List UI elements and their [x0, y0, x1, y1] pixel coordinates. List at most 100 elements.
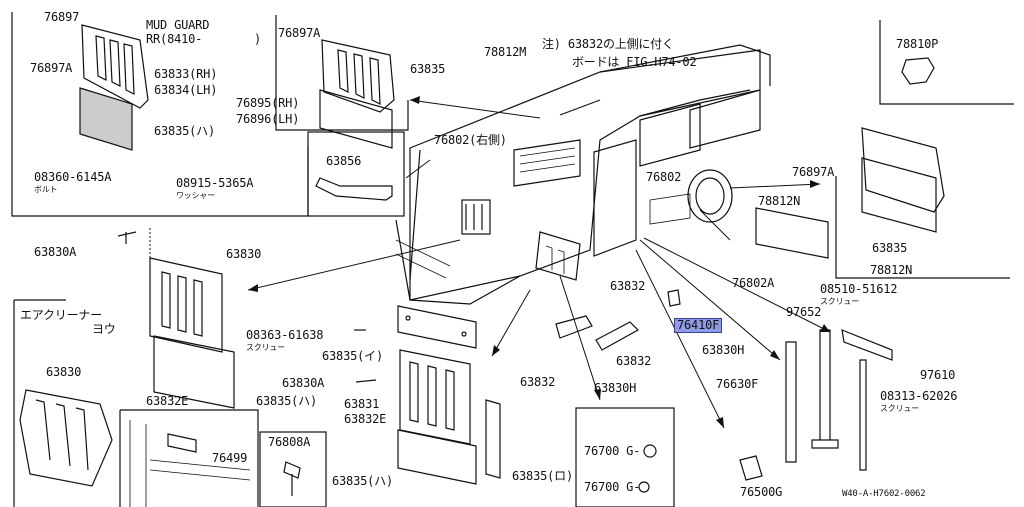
strip-76630f — [785, 341, 797, 463]
truck-body — [395, 44, 771, 305]
part-label-63835-right: 63835 — [872, 241, 908, 255]
retainer-78810p — [901, 57, 935, 85]
part-label-08915: 08915-5365A — [176, 176, 254, 190]
leader-63832-right — [559, 275, 601, 401]
part-label-78812n-top: 78812N — [758, 194, 801, 208]
part-label-76897: 76897 — [44, 10, 80, 24]
panel-63835-ha-lower — [397, 429, 477, 485]
part-label-76808a: 76808A — [268, 435, 311, 449]
part-label-78812n-bottom: 78812N — [870, 263, 913, 277]
part-label-63832-top: 63832 — [610, 279, 646, 293]
leader-63830-left — [247, 239, 461, 291]
clip-box-frame — [575, 407, 675, 507]
leader-right — [643, 237, 831, 333]
bolt-76808a — [283, 461, 301, 496]
part-label-63832-bottom: 63832 — [520, 375, 556, 389]
bumper-76500g — [739, 455, 763, 481]
part-label-76896: 76896(LH) — [236, 112, 300, 126]
part-sub-08313: スクリュー — [880, 404, 919, 413]
leader-63835-i — [491, 289, 531, 357]
part-sub-08360: ボルト — [34, 185, 58, 194]
part-label-08363: 08363-61638 — [246, 328, 324, 342]
part-label-63830h-right: 63830H — [702, 343, 745, 357]
leader-mudguard-center — [409, 99, 541, 119]
part-label-63830h-bottom: 63830H — [594, 381, 637, 395]
panel-63830-left — [149, 257, 223, 353]
part-label-63830-top: 63830 — [226, 247, 262, 261]
part-label-78812m: 78812M — [484, 45, 527, 59]
mudflap-center — [319, 89, 393, 149]
part-label-63833: 63833(RH) — [154, 67, 218, 81]
part-label-97610: 97610 — [920, 368, 956, 382]
note-line-2: ボードは FIG.H74-02 — [572, 55, 697, 69]
clip-76700g-1 — [643, 444, 657, 458]
part-label-08510: 08510-51612 — [820, 282, 898, 296]
bolt-box-frame — [259, 431, 327, 507]
part-label-78810p: 78810P — [896, 37, 939, 51]
part-label-76897a-left: 76897A — [30, 61, 73, 75]
retainer-box-frame — [879, 20, 1014, 105]
part-label-76500g: 76500G — [740, 485, 783, 499]
clip-76700g-2 — [638, 481, 650, 493]
part-label-63834: 63834(LH) — [154, 83, 218, 97]
part-sub-08363: スクリュー — [246, 343, 285, 352]
bracket-63832-left — [555, 315, 593, 339]
part-label-63835-ha-mid: 63835(ハ) — [256, 394, 317, 408]
stay-97652 — [811, 329, 839, 449]
part-sub-08510: スクリュー — [820, 297, 859, 306]
part-label-76897a-center: 76897A — [278, 26, 321, 40]
part-label-76410f-highlighted[interactable]: 76410F — [674, 318, 723, 333]
part-label-63832e-mid: 63832E — [344, 412, 387, 426]
bracket-76499-box-frame — [120, 409, 259, 507]
part-label-76700g-2: 76700 G- — [584, 480, 641, 494]
clip-76410f — [667, 289, 681, 307]
part-label-63856: 63856 — [326, 154, 362, 168]
part-label-63835-ro: 63835(ロ) — [512, 469, 573, 483]
title-mud-guard: MUD GUARD — [146, 18, 210, 32]
mudflap-topleft — [79, 87, 133, 151]
part-sub-08915: ワッシャー — [176, 191, 215, 200]
panel-63835-left — [153, 335, 235, 409]
drawing-number: W40-A-H7602-0062 — [842, 489, 926, 499]
part-label-76802a: 76802A — [732, 276, 775, 290]
stay-97610 — [841, 329, 893, 471]
part-label-63830-air: 63830 — [46, 365, 82, 379]
part-label-76499: 76499 — [212, 451, 248, 465]
part-label-63832-mid: 63832 — [616, 354, 652, 368]
leader-76630f — [639, 239, 781, 361]
part-label-76802-rh: 76802(右側) — [434, 133, 507, 147]
part-label-76895: 76895(RH) — [236, 96, 300, 110]
part-label-08313: 08313-62026 — [880, 389, 958, 403]
part-label-63835-ha-bottom: 63835(ハ) — [332, 474, 393, 488]
title-air-cleaner-suffix: ヨウ — [92, 322, 116, 336]
part-label-76897a-right: 76897A — [792, 165, 835, 179]
part-label-76630f: 76630F — [716, 377, 759, 391]
panel-63835-i — [397, 305, 477, 349]
part-label-63832e-left: 63832E — [146, 394, 189, 408]
mudguard-plate-topleft — [81, 24, 149, 109]
mudguard-plate-right — [861, 127, 945, 213]
bracket-63832-right — [595, 321, 639, 351]
panel-63835-ro — [485, 399, 501, 479]
part-label-08360: 08360-6145A — [34, 170, 112, 184]
mudflap-right — [861, 157, 937, 233]
part-label-76700g-1: 76700 G- — [584, 444, 641, 458]
title-mud-guard-rr: RR(8410- — [146, 32, 203, 46]
part-label-97652: 97652 — [786, 305, 822, 319]
panel-63831 — [399, 349, 471, 445]
note-line-1: 注) 63832の上側に付く — [542, 37, 674, 51]
right-mudguard-box-frame — [835, 176, 1010, 279]
part-label-63830a-top: 63830A — [34, 245, 77, 259]
bracket-box-frame — [307, 131, 405, 217]
title-air-cleaner: エアクリーナー — [20, 308, 103, 322]
leader-76410f — [635, 249, 725, 429]
air-cleaner-guard — [19, 389, 113, 487]
part-label-63831: 63831 — [344, 397, 380, 411]
leader-76897a — [729, 183, 821, 189]
title-paren: ) — [254, 32, 262, 46]
part-label-63830a-mid: 63830A — [282, 376, 325, 390]
bracket-63856 — [315, 177, 393, 201]
leader-63856 — [405, 159, 431, 179]
